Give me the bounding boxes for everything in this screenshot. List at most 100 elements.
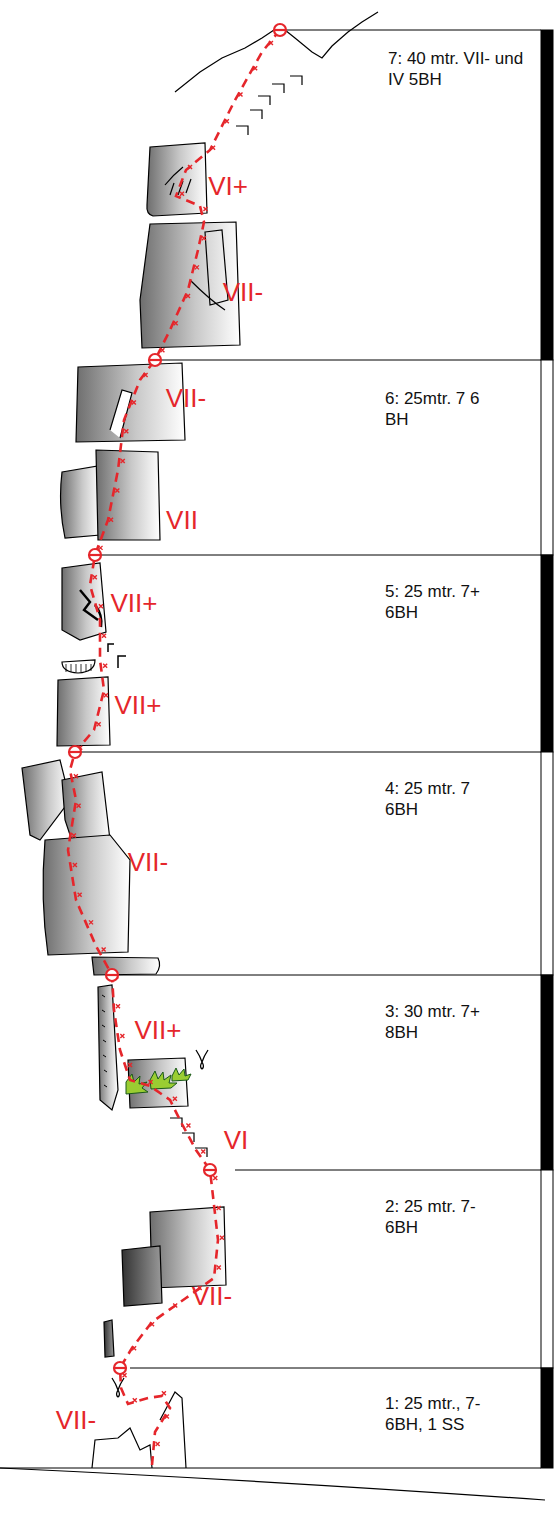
pitch-boundaries (95, 555, 541, 556)
pitch-bar (541, 1170, 553, 1368)
belay-symbols (69, 746, 81, 758)
bolt-mark (73, 863, 77, 867)
bolt-mark (109, 518, 113, 522)
bolt-mark (89, 920, 93, 924)
bolt-mark (133, 1398, 137, 1402)
belay-symbols (204, 1164, 216, 1176)
pitch-description: 2: 25 mtr. 7- 6BH (385, 1196, 500, 1239)
bolt-mark (115, 488, 119, 492)
bolt-mark (211, 146, 215, 150)
belay-symbols (89, 549, 101, 561)
bolt-mark (72, 833, 76, 837)
grade-label: VII- (56, 1407, 96, 1433)
bolt-mark (201, 1150, 205, 1154)
rock-blocks (80, 590, 101, 627)
bolt-mark (203, 207, 207, 211)
rock-blocks (43, 835, 130, 955)
bolt-mark (162, 1391, 166, 1395)
belay-symbols (204, 1169, 216, 1171)
summit-ridge (236, 76, 302, 135)
rock-blocks (147, 143, 207, 216)
bolt-mark (160, 348, 164, 352)
belay-symbols (274, 29, 286, 31)
rock-blocks (57, 677, 110, 746)
belay-symbols (89, 549, 101, 561)
bolt-mark (180, 192, 184, 196)
grass-tufts (172, 1068, 191, 1081)
sling-symbol (112, 1050, 208, 1397)
belay-symbols (204, 1164, 216, 1176)
grade-label: VII (166, 507, 198, 533)
bolt-mark (103, 664, 107, 668)
pitch-bar (541, 30, 553, 1468)
rock-blocks (122, 1246, 162, 1306)
pitch-boundaries (112, 975, 541, 976)
bolt-mark (99, 604, 103, 608)
bolt-mark (104, 693, 108, 697)
bolt-mark (217, 1266, 221, 1270)
rock-blocks (62, 563, 106, 640)
pitch-boundaries (283, 30, 541, 31)
bolt-mark (78, 893, 82, 897)
belay-symbols (274, 24, 286, 36)
belay-symbols (114, 1362, 126, 1374)
summit-ridge (175, 12, 378, 92)
pitch-bar (541, 555, 553, 752)
bolt-mark (132, 400, 136, 404)
belay-symbols (69, 751, 81, 753)
sling-symbol (196, 1050, 208, 1069)
pitch-boundaries (235, 1170, 541, 1171)
rock-blocks (62, 660, 95, 673)
pitch-boundaries (75, 752, 541, 753)
rock-blocks (104, 1320, 114, 1357)
rock-blocks (190, 280, 225, 310)
bolt-mark (144, 373, 148, 377)
pitch-boundaries (150, 360, 541, 361)
bolt-mark (165, 1414, 169, 1418)
bolt-mark (202, 236, 206, 240)
belay-symbols (274, 24, 286, 36)
grade-label: VI+ (208, 173, 248, 199)
bolt-mark (102, 634, 106, 638)
grade-label: VII+ (115, 692, 162, 718)
rock-blocks (98, 985, 118, 1110)
grade-label: VII+ (111, 590, 158, 616)
belay-symbols (114, 1362, 126, 1374)
pitch-description: 5: 25 mtr. 7+ 6BH (385, 581, 505, 624)
rock-blocks (61, 466, 100, 538)
belay-symbols (89, 554, 101, 556)
grade-label: VI (224, 1127, 249, 1153)
pitch-boundaries (0, 30, 541, 1468)
belay-symbols (69, 746, 81, 758)
bolt-mark (128, 1063, 132, 1067)
bolt-mark (156, 1442, 160, 1446)
grade-label: VII- (192, 1283, 232, 1309)
pitch-description: 3: 30 mtr. 7+ 8BH (385, 1001, 505, 1044)
route-line (68, 30, 280, 1465)
rock-blocks (110, 390, 132, 438)
grade-label: VII- (166, 385, 206, 411)
grade-label: VII- (128, 849, 168, 875)
bolt-mark (149, 1080, 153, 1084)
rock-blocks (66, 664, 91, 672)
bolt-marks (72, 41, 273, 1446)
bolt-mark (150, 1322, 154, 1326)
bolt-mark (173, 1303, 177, 1307)
belay-symbols (69, 24, 286, 1374)
base-rock (92, 1428, 152, 1468)
pitch-boundaries (0, 1468, 541, 1469)
pitch-bar (541, 1368, 553, 1468)
rock-blocks (22, 143, 240, 1357)
grade-label: VII- (223, 279, 263, 305)
base-rock (0, 1468, 545, 1500)
belay-symbols (106, 969, 118, 981)
rock-blocks (92, 957, 160, 975)
bolt-mark (116, 1004, 120, 1008)
belay-symbols (106, 974, 118, 976)
pitch-bar (541, 975, 553, 1170)
base-rock (0, 1392, 545, 1500)
belay-symbols (149, 354, 161, 366)
pitch-boundaries (130, 1368, 541, 1369)
